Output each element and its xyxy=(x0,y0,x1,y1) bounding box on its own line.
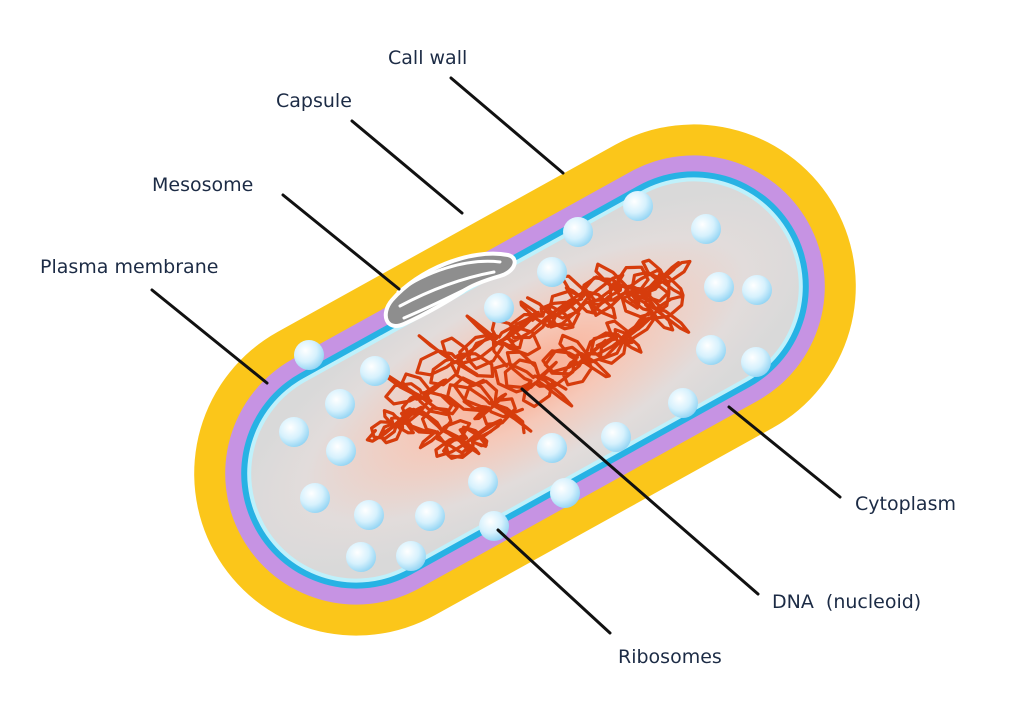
cytoplasm-label: Cytoplasm xyxy=(855,493,956,515)
ribosome xyxy=(668,388,698,418)
dna-strand xyxy=(541,333,621,387)
mesosome-label: Mesosome xyxy=(152,174,253,196)
ribosomes-label: Ribosomes xyxy=(618,646,722,668)
ribosome-group xyxy=(279,191,772,572)
mesosome xyxy=(383,251,517,328)
plasma-membrane-leader xyxy=(150,288,269,385)
dna-strand xyxy=(547,273,625,329)
capsule-label: Capsule xyxy=(276,90,352,112)
cell-wall-leader xyxy=(449,76,565,175)
ribosome xyxy=(468,467,498,497)
ribosome xyxy=(300,483,330,513)
ribosome xyxy=(279,417,309,447)
ribosome xyxy=(537,433,567,463)
ribosome xyxy=(742,275,772,305)
mesosome-fold-2 xyxy=(398,270,496,308)
ribosome xyxy=(325,389,355,419)
ribosome xyxy=(691,214,721,244)
dna-label: DNA (nucleoid) xyxy=(772,591,921,613)
ribosomes-leader xyxy=(496,528,612,635)
plasma-membrane-label: Plasma membrane xyxy=(40,256,218,278)
mesosome-fold-3 xyxy=(402,284,474,320)
dna-strand xyxy=(446,376,533,435)
dna-strand xyxy=(584,316,657,365)
ribosome xyxy=(704,272,734,302)
ribosome xyxy=(563,217,593,247)
ribosome xyxy=(601,422,631,452)
mesosome-leader xyxy=(281,193,401,291)
dna-leader xyxy=(520,387,760,596)
dna-strand xyxy=(399,406,481,456)
ribosome xyxy=(696,335,726,365)
mesosome-fold-1 xyxy=(396,259,502,294)
ribosome xyxy=(326,436,356,466)
ribosome xyxy=(623,191,653,221)
ribosome xyxy=(294,340,324,370)
ribosome xyxy=(484,293,514,323)
dna-strand xyxy=(630,258,692,304)
ribosome xyxy=(550,478,580,508)
cytoplasm-leader xyxy=(727,405,842,499)
ribosome xyxy=(354,500,384,530)
capsule-leader xyxy=(350,119,464,215)
leader-lines xyxy=(150,76,842,635)
ribosome xyxy=(537,257,567,287)
ribosome xyxy=(741,347,771,377)
ribosome xyxy=(415,501,445,531)
ribosome xyxy=(346,542,376,572)
cell-wall-label: Call wall xyxy=(388,47,467,69)
dna-strand xyxy=(434,418,504,460)
mesosome-outline xyxy=(383,251,517,328)
dna-strand xyxy=(415,334,495,387)
ribosome xyxy=(396,541,426,571)
dna-strand xyxy=(493,350,577,409)
ribosome xyxy=(360,356,390,386)
dna-strand xyxy=(365,405,423,445)
